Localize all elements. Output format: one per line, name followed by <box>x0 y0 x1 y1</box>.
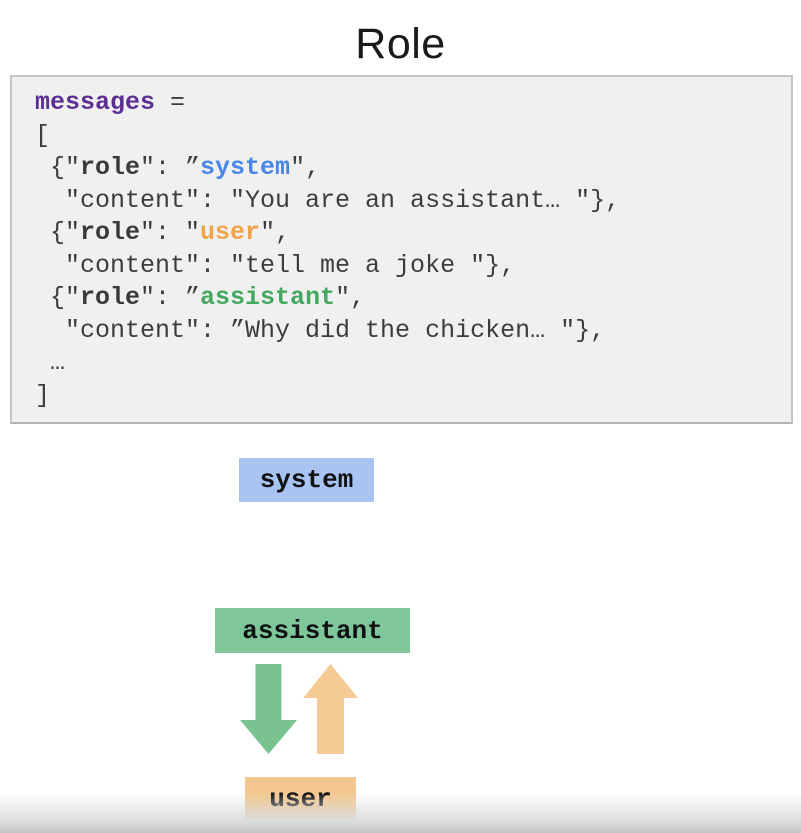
code-line: "content": "You are an assistant… "}, <box>35 185 621 215</box>
page-title: Role <box>355 20 446 68</box>
code-lines: messages = [ {"role": ”system", "content"… <box>35 87 791 412</box>
bottom-gradient <box>0 793 801 833</box>
arrow-down-shape <box>240 664 297 754</box>
arrow-down-icon <box>240 664 297 754</box>
code-line: {"role": ”system", <box>35 153 321 182</box>
code-line: "content": ”Why did the chicken… "}, <box>35 315 606 345</box>
code-line: … <box>35 348 66 377</box>
system-role-label: system <box>259 465 354 495</box>
system-role-box: system <box>239 458 374 502</box>
code-line: messages = <box>35 88 186 117</box>
code-block: messages = [ {"role": ”system", "content"… <box>10 75 793 424</box>
user-role-box: user <box>245 777 356 820</box>
code-line: {"role": ”assistant", <box>35 283 366 312</box>
code-line: {"role": "user", <box>35 218 291 247</box>
arrow-up-icon <box>303 664 358 754</box>
assistant-role-box: assistant <box>215 608 410 653</box>
code-line: ] <box>35 380 51 410</box>
arrow-up-shape <box>303 664 358 754</box>
user-role-label: user <box>269 783 332 814</box>
code-line: [ <box>35 120 51 150</box>
code-line: "content": "tell me a joke "}, <box>35 250 516 280</box>
assistant-role-label: assistant <box>242 615 383 646</box>
